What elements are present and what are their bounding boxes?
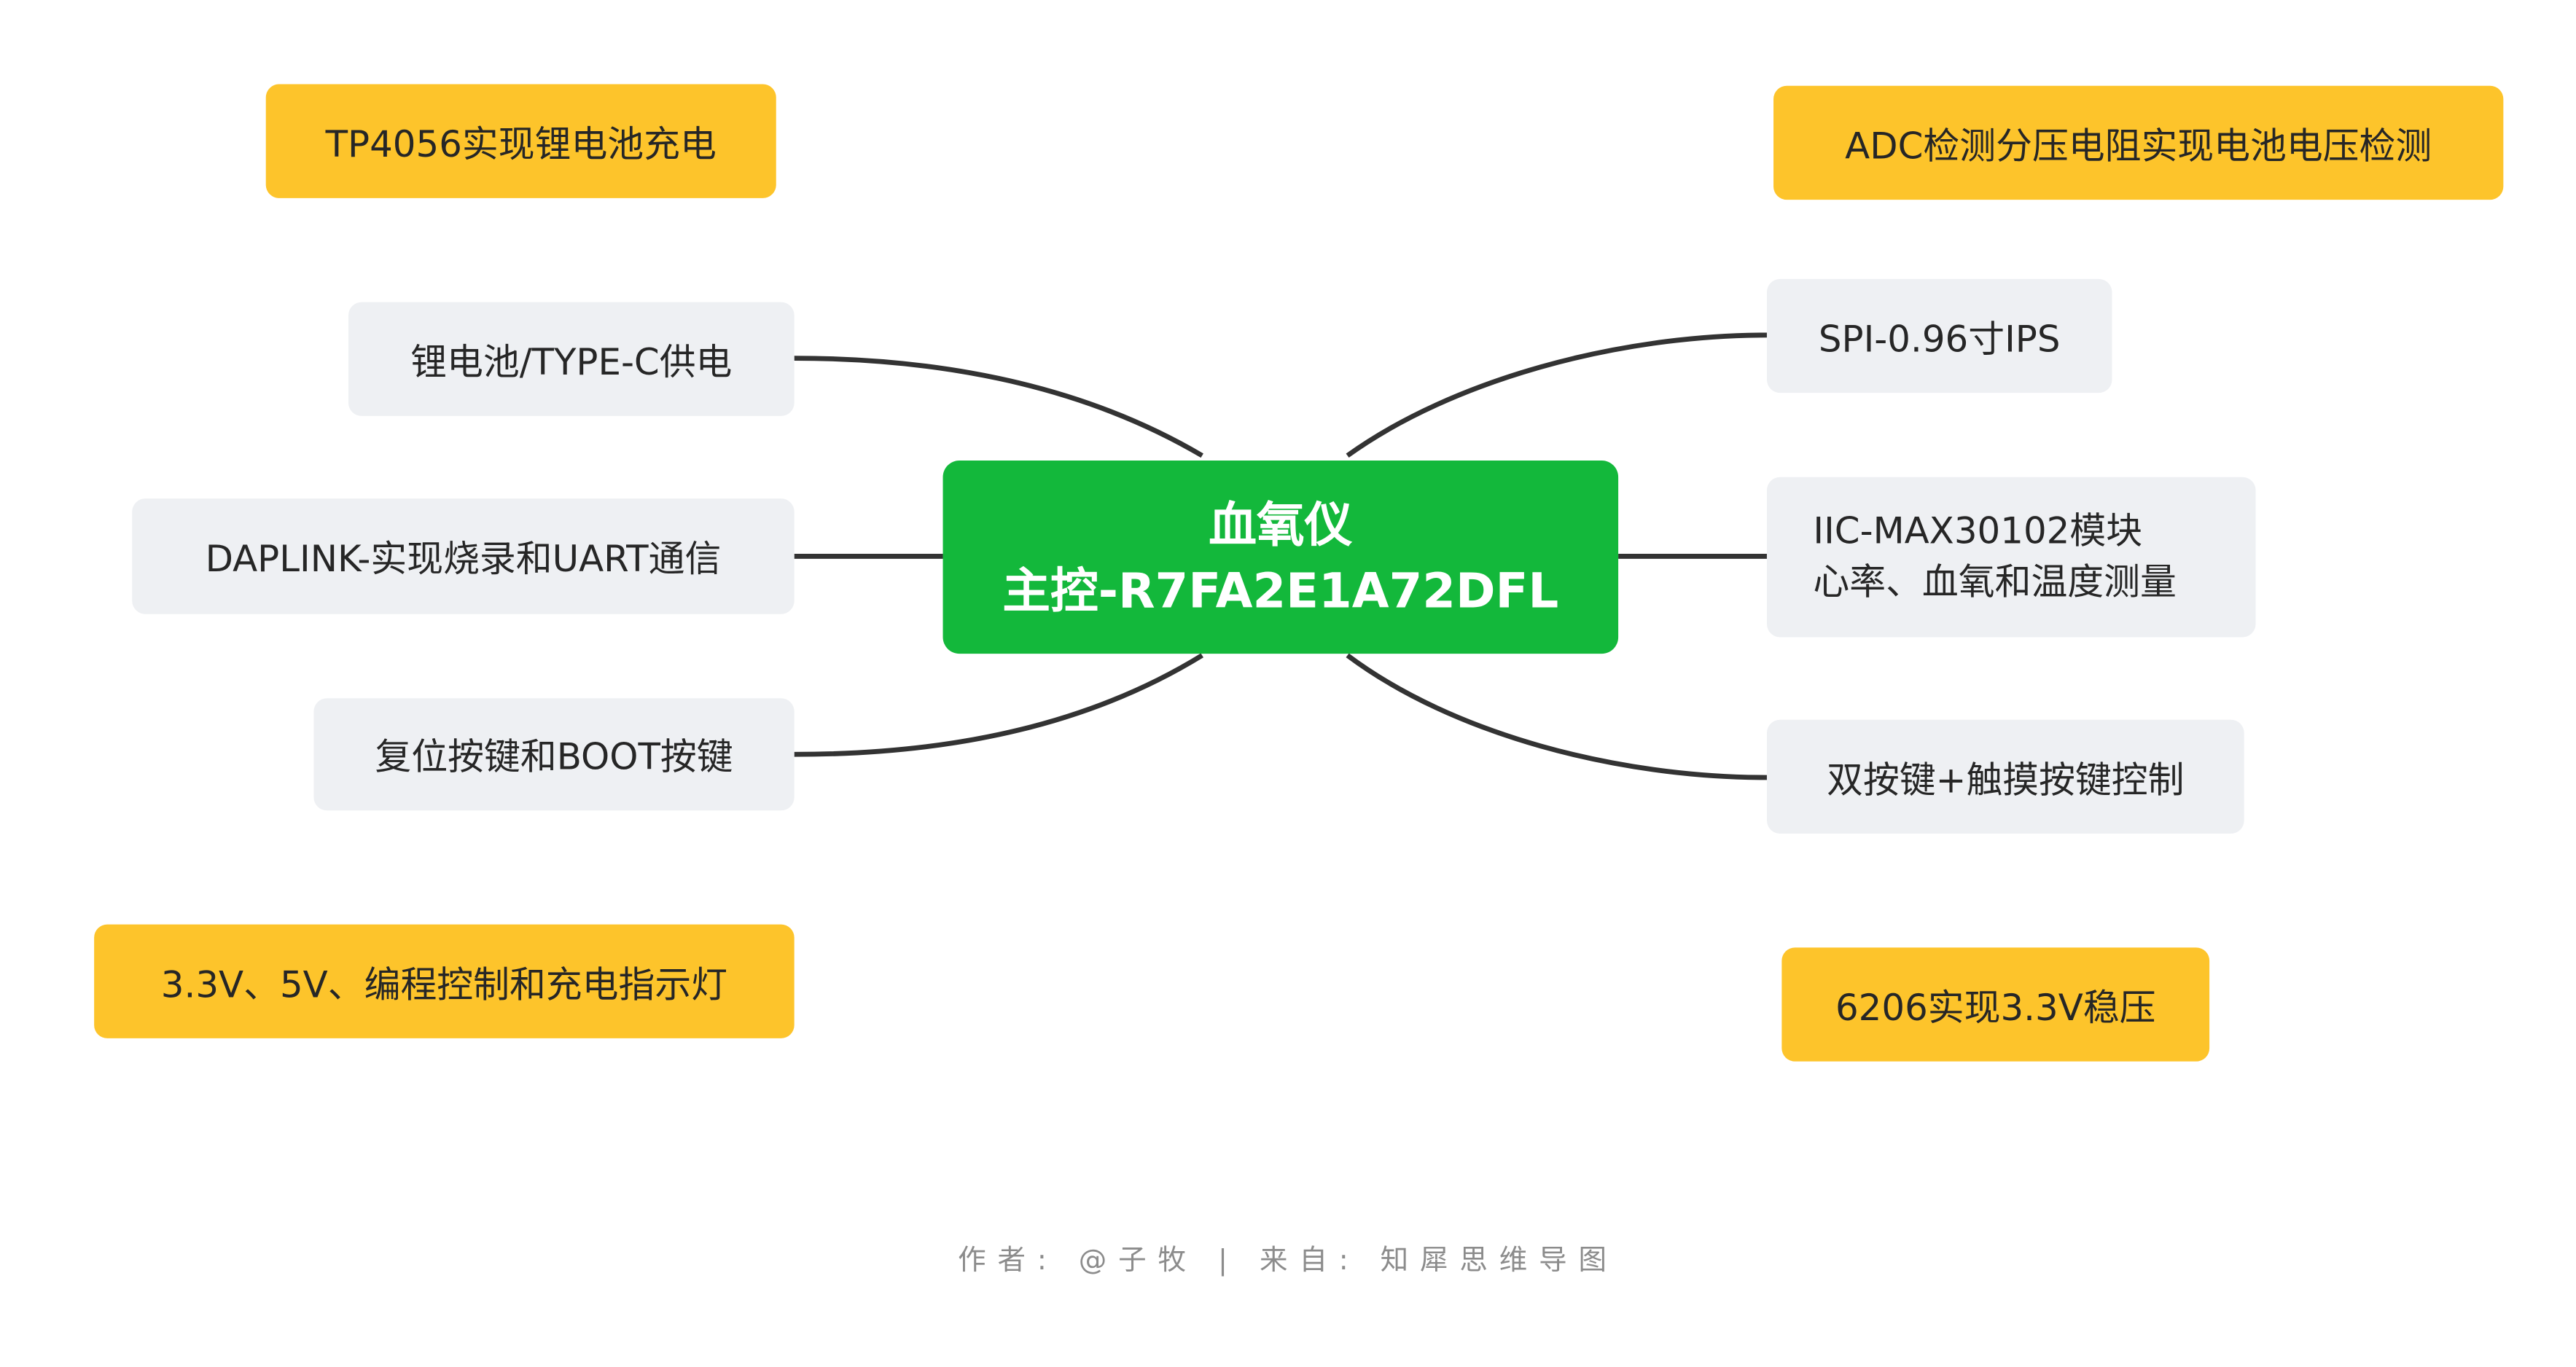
node-iic[interactable]: IIC-MAX30102模块 心率、血氧和温度测量 — [1766, 477, 2256, 638]
node-daplink-label: DAPLINK-实现烧录和UART通信 — [205, 539, 722, 581]
connector-power — [794, 356, 1203, 458]
node-charge-label: TP4056实现锂电池充电 — [325, 125, 717, 166]
node-daplink[interactable]: DAPLINK-实现烧录和UART通信 — [132, 498, 795, 614]
node-buttons[interactable]: 双按键+触摸按键控制 — [1766, 719, 2244, 834]
node-adc-label: ADC检测分压电阻实现电池电压检测 — [1845, 126, 2432, 168]
footer-author-label: 作者: — [958, 1245, 1058, 1278]
footer-credit: 作者: @子牧 | 来自: 知犀思维导图 — [0, 1237, 2576, 1278]
center-title: 血氧仪 — [1209, 496, 1353, 552]
node-iic-line2: 心率、血氧和温度测量 — [1813, 562, 2177, 604]
node-keys-label: 复位按键和BOOT按键 — [375, 737, 733, 780]
connector-buttons — [1346, 653, 1767, 780]
footer-separator: | — [1218, 1245, 1239, 1278]
node-keys[interactable]: 复位按键和BOOT按键 — [313, 698, 795, 811]
connector-spi — [1346, 332, 1767, 458]
node-buttons-label: 双按键+触摸按键控制 — [1827, 760, 2185, 802]
node-charge[interactable]: TP4056实现锂电池充电 — [265, 84, 776, 198]
node-adc[interactable]: ADC检测分压电阻实现电池电压检测 — [1773, 85, 2504, 200]
node-ldo-label: 6206实现3.3V稳压 — [1835, 987, 2156, 1030]
node-spi[interactable]: SPI-0.96寸IPS — [1766, 278, 2112, 393]
node-power[interactable]: 锂电池/TYPE-C供电 — [348, 302, 795, 416]
node-spi-label: SPI-0.96寸IPS — [1818, 319, 2061, 361]
connector-keys — [794, 653, 1203, 757]
center-node[interactable]: 血氧仪 主控-R7FA2E1A72DFL — [942, 461, 1619, 654]
node-leds[interactable]: 3.3V、5V、编程控制和充电指示灯 — [94, 924, 795, 1038]
node-power-label: 锂电池/TYPE-C供电 — [410, 342, 733, 384]
center-subtitle: 主控-R7FA2E1A72DFL — [1002, 562, 1559, 619]
footer-source-label: 来自: — [1259, 1245, 1360, 1278]
footer-source: 知犀思维导图 — [1380, 1245, 1618, 1278]
footer-author: @子牧 — [1078, 1245, 1198, 1278]
node-leds-label: 3.3V、5V、编程控制和充电指示灯 — [160, 965, 728, 1006]
node-iic-line1: IIC-MAX30102模块 — [1813, 511, 2143, 552]
node-ldo[interactable]: 6206实现3.3V稳压 — [1781, 947, 2210, 1062]
